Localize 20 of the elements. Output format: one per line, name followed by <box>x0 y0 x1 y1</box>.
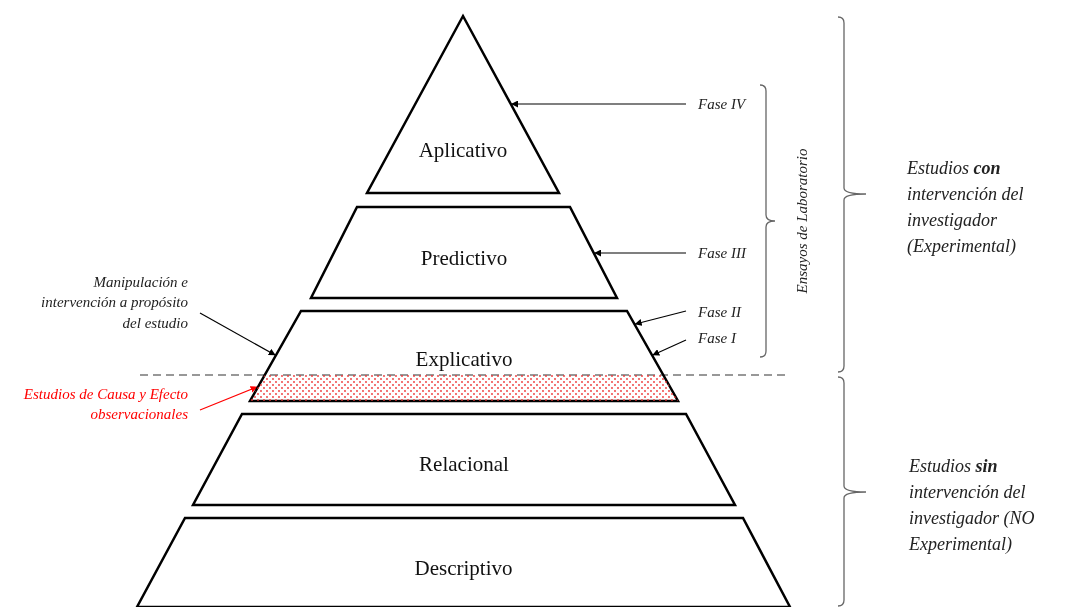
level-label: Predictivo <box>419 245 509 271</box>
level-label: Aplicativo <box>417 137 509 163</box>
callout-text: Fase I <box>698 328 764 348</box>
group-label: Estudios sin intervención del investigador (NO Experimental) <box>909 455 1036 557</box>
callout-text: Manipulación e intervención a propósito del estudio <box>36 272 188 338</box>
arrow <box>199 312 276 356</box>
callout-text: Fase II <box>698 302 764 322</box>
callout-text: Fase IV <box>698 94 764 114</box>
arrow <box>652 339 687 356</box>
group-label: Estudios con intervención del investigador (Experimental) <box>907 157 1025 259</box>
bracket-label: Ensayos de Laboratorio <box>793 147 811 296</box>
level-label: Relacional <box>418 451 510 477</box>
arrow <box>594 249 687 257</box>
arrow <box>199 386 258 411</box>
arrow <box>634 310 687 326</box>
callout-text: Fase III <box>698 243 764 263</box>
arrow <box>511 100 687 108</box>
level-label: Descriptivo <box>413 555 514 581</box>
level-label: Explicativo <box>414 346 514 372</box>
callout-text: Estudios de Causa y Efecto observacionales <box>20 384 188 428</box>
